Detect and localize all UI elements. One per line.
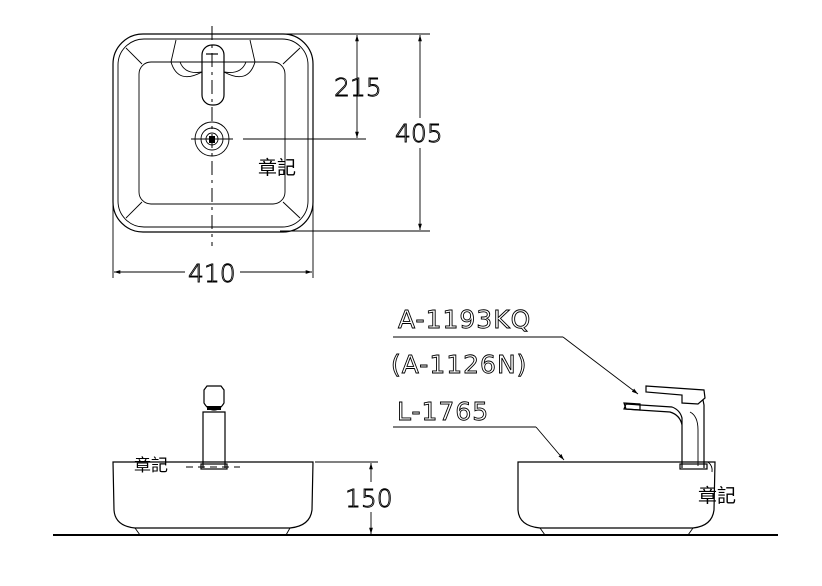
side-view: 章記 A-1193KQ (A-1126N) L-1765	[391, 305, 736, 536]
faucet-side-spout-inner	[689, 411, 699, 466]
faucet-alt-model-label: (A-1126N)	[391, 350, 527, 379]
dim-405-label: 405	[395, 119, 443, 148]
basin-leader-arrow	[535, 426, 565, 461]
faucet-side-body	[623, 399, 705, 468]
mark-label-top: 章記	[258, 157, 296, 179]
bowl-corner-lines	[125, 47, 301, 219]
faucet-side-lever	[645, 385, 706, 405]
basin-outer-rim	[112, 33, 314, 233]
mark-label-front: 章記	[134, 456, 168, 476]
basin-side-rim	[707, 461, 713, 473]
top-view: 215 405 410 章記	[112, 26, 443, 288]
basin-side	[517, 461, 716, 529]
faucet-front-handle-mark	[207, 406, 221, 410]
mark-label-side: 章記	[698, 485, 736, 507]
faucet-leader-arrow	[562, 336, 639, 395]
faucet-front-body	[202, 411, 226, 468]
faucet-deck-recess-inner	[179, 61, 247, 73]
dim-410-label: 410	[188, 259, 236, 288]
dim-150-label: 150	[345, 484, 393, 513]
dim-215-label: 215	[334, 73, 382, 102]
faucet-side-aerator	[623, 402, 641, 411]
faucet-top	[201, 44, 225, 106]
faucet-front-base	[200, 463, 228, 470]
basin-side-foot	[539, 527, 694, 536]
basin-foot	[134, 527, 291, 536]
basin-model-label: L-1765	[397, 397, 489, 426]
front-view: 章記 150	[112, 385, 393, 536]
faucet-side-base	[679, 463, 708, 470]
faucet-model-label: A-1193KQ	[398, 305, 531, 334]
basin-inner-rim	[117, 38, 309, 228]
faucet-deck-recess	[170, 39, 256, 78]
